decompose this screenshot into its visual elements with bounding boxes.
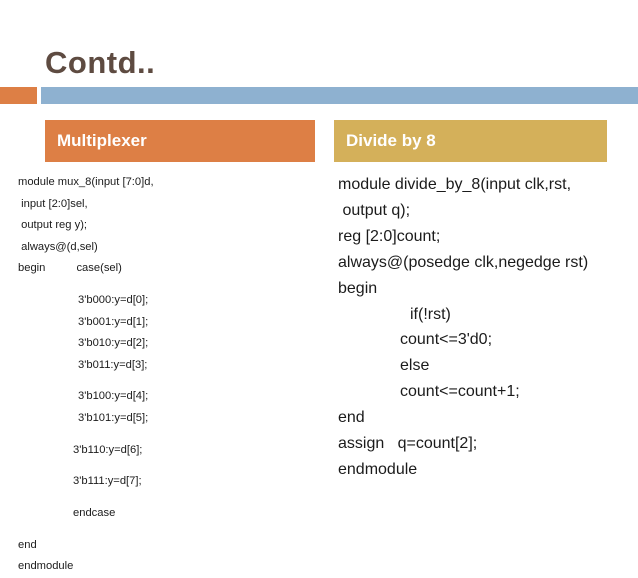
code-line: count<=3'd0; bbox=[400, 331, 493, 349]
code-line: endmodule bbox=[18, 560, 74, 573]
column-header-label: Multiplexer bbox=[57, 131, 147, 150]
code-block-divide-by-8: module divide_by_8(input clk,rst, output… bbox=[338, 172, 630, 483]
code-line: always@(posedge clk,negedge rst) bbox=[338, 253, 589, 271]
code-line: output q); bbox=[338, 201, 411, 219]
code-block-multiplexer: module mux_8(input [7:0]d, input [2:0]se… bbox=[18, 172, 318, 578]
code-line: 3'b010:y=d[2]; bbox=[78, 337, 149, 350]
title-accent-bar bbox=[41, 87, 638, 104]
code-line: 3'b100:y=d[4]; bbox=[78, 390, 149, 403]
code-line: 3'b000:y=d[0]; bbox=[78, 294, 149, 307]
code-line: else bbox=[400, 357, 430, 375]
code-line: module mux_8(input [7:0]d, bbox=[18, 176, 154, 188]
code-line: module divide_by_8(input clk,rst, bbox=[338, 176, 572, 193]
code-line: count<=count+1; bbox=[400, 383, 520, 401]
code-line: endmodule bbox=[338, 460, 418, 478]
column-header-divide-by-8: Divide by 8 bbox=[334, 120, 607, 162]
title-accent-square bbox=[0, 87, 37, 104]
column-header-multiplexer: Multiplexer bbox=[45, 120, 315, 162]
code-line: begin bbox=[338, 279, 378, 297]
code-line: reg [2:0]count; bbox=[338, 227, 441, 245]
code-line: 3'b001:y=d[1]; bbox=[78, 315, 149, 328]
code-line: 3'b101:y=d[5]; bbox=[78, 412, 149, 425]
code-line: input [2:0]sel, bbox=[18, 197, 88, 210]
column-header-label: Divide by 8 bbox=[346, 131, 436, 150]
code-line: end bbox=[18, 538, 37, 551]
code-line: endcase bbox=[73, 506, 116, 519]
code-line: end bbox=[338, 409, 365, 427]
code-line: 3'b011:y=d[3]; bbox=[78, 358, 148, 371]
code-line: assign q=count[2]; bbox=[338, 435, 478, 453]
code-line: always@(d,sel) bbox=[18, 240, 98, 253]
code-line: 3'b110:y=d[6]; bbox=[73, 443, 143, 456]
code-line: if(!rst) bbox=[410, 305, 451, 323]
code-line: begin case(sel) bbox=[18, 262, 122, 275]
page-title: Contd.. bbox=[45, 45, 156, 80]
code-line: 3'b111:y=d[7]; bbox=[73, 475, 142, 488]
code-line: output reg y); bbox=[18, 219, 88, 232]
